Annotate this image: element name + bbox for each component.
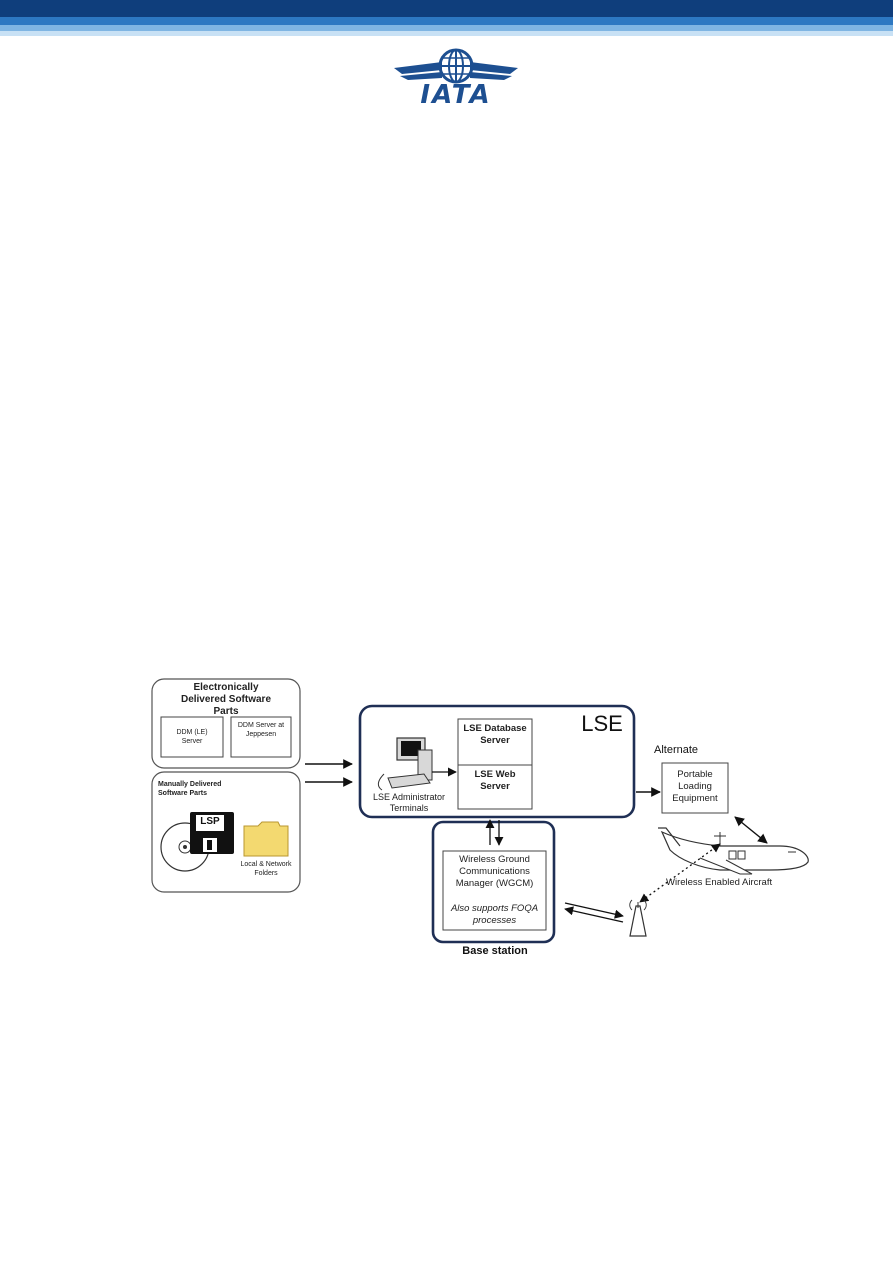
header-stripe-pale [0, 31, 893, 36]
header-stripe-mid [0, 17, 893, 25]
ddm-le-server-label: DDM (LE) Server [176, 729, 208, 745]
header-stripe-light [0, 25, 893, 31]
antenna-tower-icon [629, 899, 647, 937]
lse-web-server-box [457, 764, 533, 810]
wgcm-box [442, 850, 547, 931]
lse-diagram: Electronically Delivered Software Parts … [140, 670, 830, 970]
header-stripe-dark [0, 0, 893, 17]
portable-loading-box [661, 762, 729, 814]
lse-db-server-label: LSE Database Server [463, 723, 527, 746]
floppy-label: LSP [200, 816, 220, 827]
ddm-jeppesen-box [230, 716, 292, 758]
ddm-le-server-box [160, 716, 224, 758]
base-station-label: Base station [462, 945, 528, 957]
arrow-antenna-to-wgcm [564, 906, 624, 923]
arrow-portable-aircraft [734, 816, 768, 844]
logo-text: IATA [420, 80, 492, 110]
folder-icon [243, 821, 289, 857]
wireless-link-dotted [639, 843, 721, 903]
diagram-graphics [151, 678, 809, 944]
aircraft-icon [658, 827, 809, 875]
lse-web-server-label: LSE Web Server [474, 769, 516, 792]
alternate-label: Alternate [654, 744, 699, 756]
arrow-wgcm-to-antenna [564, 902, 624, 919]
aircraft-label: Wireless Enabled Aircraft [666, 877, 773, 888]
header-band [0, 0, 893, 40]
manual-group-title: Manually Delivered Software Parts [158, 781, 222, 797]
folders-label: Local & Network Folders [240, 861, 292, 877]
computer-terminal-icon [377, 737, 433, 791]
lse-title: LSE [581, 711, 623, 736]
lse-admin-label: LSE Administrator Terminals [372, 792, 446, 813]
electronic-group-title: Electronically Delivered Software Parts [180, 682, 272, 717]
ddm-jeppesen-label: DDM Server at Jeppesen [237, 722, 285, 738]
portable-loading-label: Portable Loading Equipment [672, 769, 718, 804]
lse-db-server-box [457, 718, 533, 766]
wgcm-label: Wireless Ground Communications Manager (… [455, 854, 534, 889]
wgcm-foqa-label: Also supports FOQA processes [450, 903, 539, 926]
iata-logo: IATA [392, 46, 520, 108]
